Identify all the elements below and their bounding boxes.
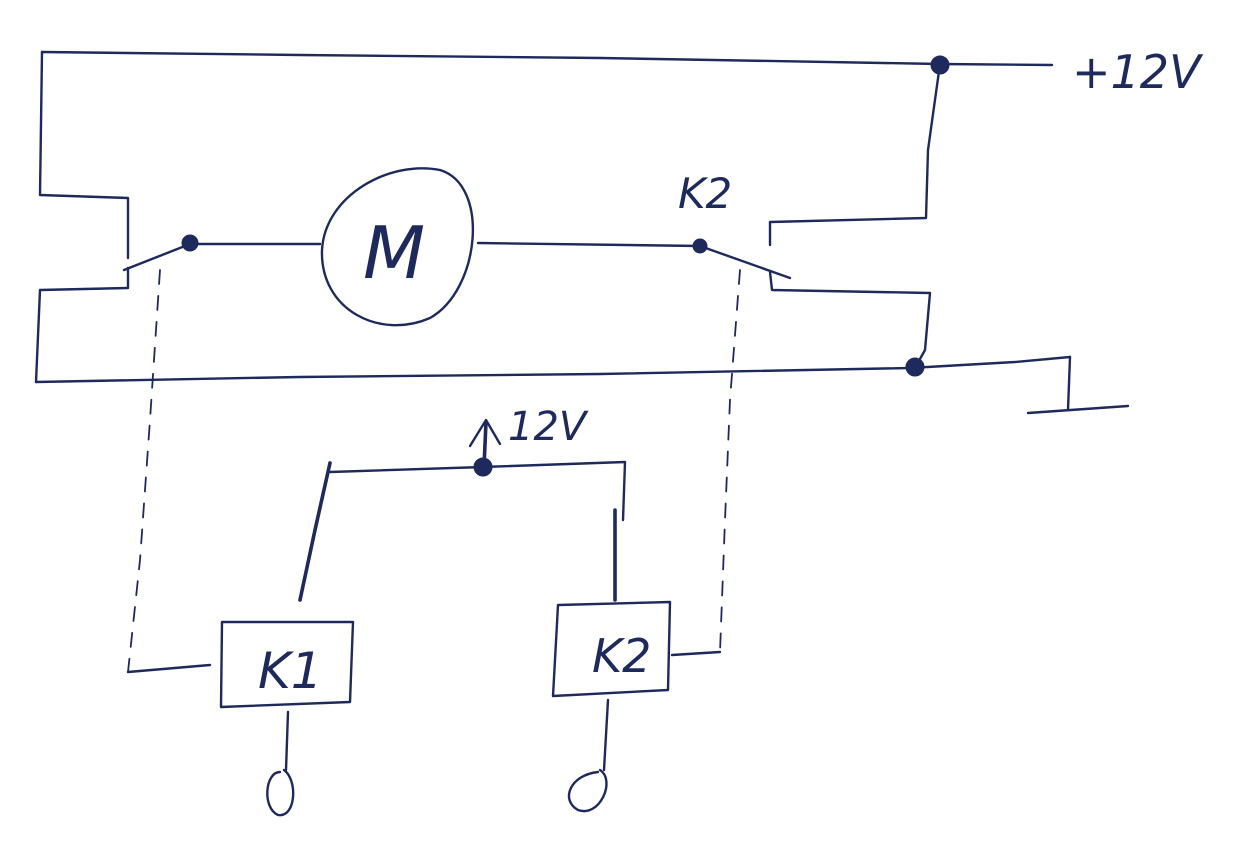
relay-k1-terminal — [266, 768, 295, 817]
label-supply-top: +12V — [1072, 45, 1204, 99]
coil-k1-feed-wire — [298, 461, 332, 602]
relay-k1-control-wire — [284, 710, 290, 772]
relay-k2-control-wire — [602, 698, 610, 772]
junction-dot-top-right — [930, 55, 950, 75]
supply-12v-arrow-head — [468, 418, 502, 448]
junction-dot-bottom-right — [905, 357, 925, 377]
ground-stem-wire — [1066, 355, 1072, 412]
k2-mechanical-link — [719, 269, 741, 653]
relay-k2-terminal — [567, 768, 608, 813]
relay-k1-box — [219, 620, 355, 709]
junction-dot-k1-pivot — [181, 234, 199, 252]
left-loop-lower-wire — [34, 266, 130, 384]
right-supply-drop-wire — [768, 62, 942, 247]
label-relay-k2: K2 — [592, 629, 651, 683]
label-supply-mid: 12V — [508, 404, 589, 450]
k1-mechanical-link — [127, 269, 161, 673]
relay-k2-link-wire — [670, 650, 722, 657]
relay-k2-box — [551, 600, 672, 698]
label-motor: M — [363, 211, 425, 295]
motor-circle — [320, 167, 475, 327]
label-contact-k2: K2 — [678, 169, 732, 218]
switch-k2-blade — [698, 244, 792, 280]
right-return-wire — [768, 270, 932, 370]
label-relay-k1: K1 — [258, 642, 323, 700]
motor-right-wire — [476, 241, 702, 248]
relay-k1-link-wire — [126, 663, 212, 674]
coil-supply-wire — [328, 460, 627, 522]
top-rail-wire — [40, 50, 1054, 67]
junction-dot-k2-pivot — [692, 238, 708, 254]
left-loop-upper-wire — [38, 50, 130, 260]
ground-symbol — [1026, 404, 1130, 415]
switch-k1-blade — [122, 242, 192, 272]
bottom-rail-wire — [34, 355, 1072, 384]
supply-12v-arrow-stem — [482, 420, 488, 469]
